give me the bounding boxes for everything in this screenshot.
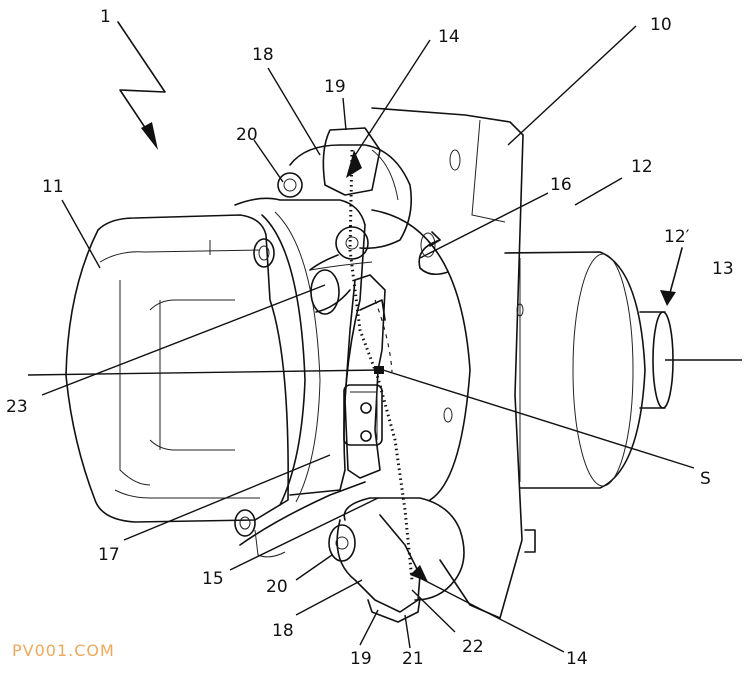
label-14-top: 14: [438, 27, 460, 47]
label-19-top: 19: [324, 77, 346, 97]
label-18-bottom: 18: [272, 621, 294, 641]
brake-housing: [65, 214, 289, 523]
label-12: 12: [631, 157, 653, 177]
label-15: 15: [202, 569, 224, 589]
label-fig-1: 1: [100, 7, 111, 27]
dashed-arc: [374, 299, 393, 373]
label-22: 22: [462, 637, 484, 657]
upper-foot: [277, 127, 413, 250]
label-20-bottom: 20: [266, 577, 288, 597]
figure-arrow: [117, 21, 166, 150]
carrier-plate: [371, 107, 536, 619]
label-10: 10: [650, 15, 672, 35]
spindle: [309, 226, 369, 315]
label-12-prime: 12′: [664, 227, 690, 247]
lower-marker: [410, 565, 428, 582]
rotation-arrow: [418, 231, 449, 276]
bracket: [343, 274, 386, 479]
upper-left-screw: [253, 238, 275, 268]
label-18-top: 18: [252, 45, 274, 65]
label-11: 11: [42, 177, 64, 197]
label-S: S: [700, 469, 711, 489]
label-20-top: 20: [236, 125, 258, 145]
center-marker: [374, 366, 384, 374]
label-13: 13: [712, 259, 734, 279]
label-17: 17: [98, 545, 120, 565]
disc-body: [309, 209, 471, 501]
upper-marker: [346, 150, 362, 178]
label-23: 23: [6, 397, 28, 417]
motor-cylinder: [504, 251, 674, 489]
label-19-bottom: 19: [350, 649, 372, 669]
label-16: 16: [550, 175, 572, 195]
leader-lines: [41, 25, 695, 653]
watermark: PV001.COM: [12, 641, 115, 660]
center-line: [27, 369, 381, 376]
motor-arrow: [660, 247, 683, 306]
label-14-bottom: 14: [566, 649, 588, 669]
label-21: 21: [402, 649, 424, 669]
lower-foot: [234, 497, 465, 623]
dotted-path: [348, 149, 414, 581]
